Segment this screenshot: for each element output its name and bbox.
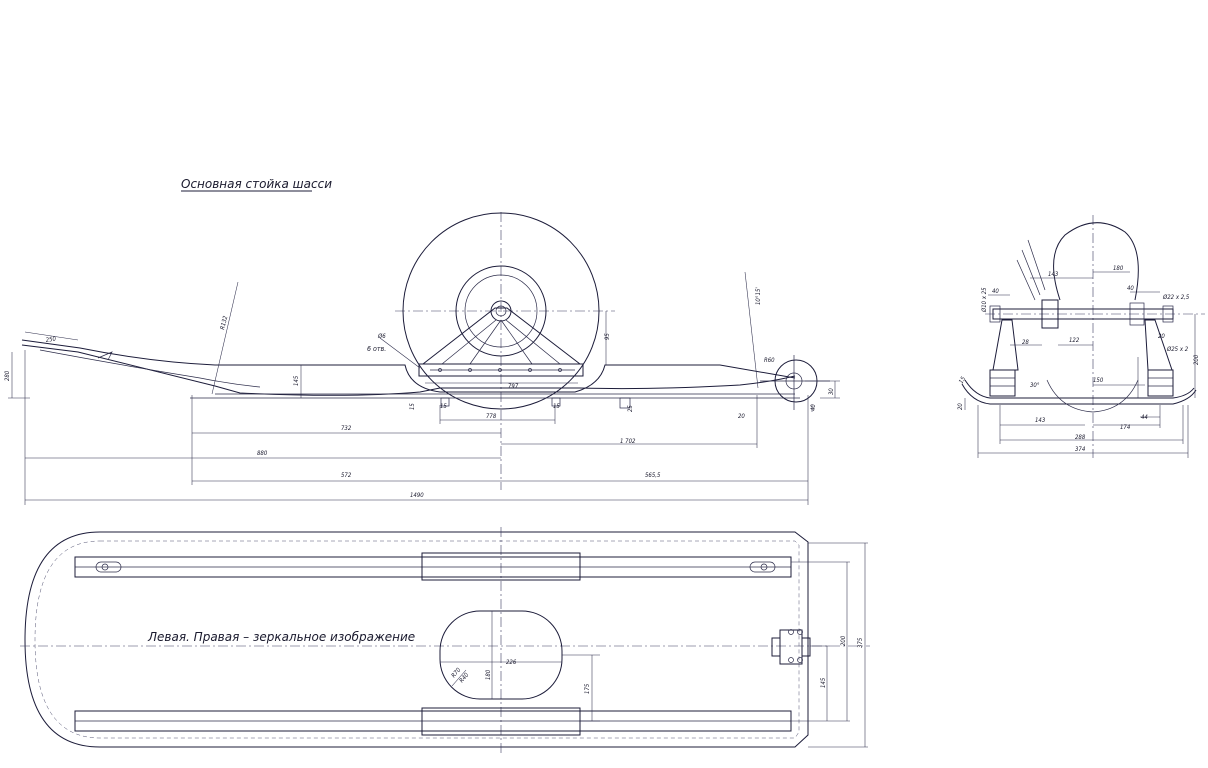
front-dim-flange-r: 40 xyxy=(1127,285,1134,292)
strut-base-plate xyxy=(418,363,584,377)
dim-left-base: 880 xyxy=(257,450,268,457)
front-dim-spacer: 28 xyxy=(1022,339,1029,346)
dim-small-4: 20 xyxy=(738,413,745,420)
front-dim-angle: 30° xyxy=(1030,382,1040,389)
ski-plan-inner xyxy=(34,540,800,739)
dim-small-2: 15 xyxy=(440,403,447,410)
dim-axle-left: 778 xyxy=(486,413,497,420)
main-strut-title: Основная стойка шасси xyxy=(181,177,332,191)
ski-plan-outline xyxy=(24,531,809,748)
axle-bore xyxy=(495,305,507,317)
dim-bolt-dia: Ø6 xyxy=(377,333,386,340)
tail-hitch xyxy=(771,629,811,665)
front-dim-hole-r: Ø22 x 2,5 xyxy=(1162,294,1190,301)
front-dim-hole-r2: Ø25 x 2 xyxy=(1166,346,1189,353)
strut-frame-inner xyxy=(441,319,561,365)
plan-dim-width-2: 375 xyxy=(857,637,864,648)
front-dim-height-c: 150 xyxy=(1093,377,1104,384)
ski-inner-line xyxy=(39,349,261,388)
dim-right-end: 40 xyxy=(810,404,817,411)
mirror-note: Левая. Правая – зеркальное изображение xyxy=(147,630,415,644)
front-dim-inner: 122 xyxy=(1069,337,1080,344)
dim-small-3: 25 xyxy=(627,405,634,412)
wheel-outer xyxy=(402,212,600,410)
strut-braces xyxy=(469,319,533,365)
ski-top-contour xyxy=(21,339,796,393)
runner-bottom-clamp xyxy=(421,707,581,736)
plan-dim-oval-h: 180 xyxy=(485,669,492,680)
front-wheel-arc xyxy=(1053,222,1139,301)
dim-tail-radius: R60 xyxy=(764,357,775,364)
plan-dim-width-1: 200 xyxy=(840,635,847,646)
side-view: 250 280 145 R132 Ø6 6 отв. 95 797 778 73… xyxy=(4,212,840,505)
front-dim-left-mark: 15 xyxy=(958,375,968,385)
dim-angle-note: 10°15' xyxy=(755,287,762,305)
front-mount-right xyxy=(1147,369,1174,397)
dim-overall: 1490 xyxy=(410,492,424,499)
top-left-slot xyxy=(95,561,122,573)
dim-skid-tip: 250 xyxy=(45,336,57,344)
dim-height-left: 280 xyxy=(4,370,11,381)
front-leg-left xyxy=(992,319,1019,371)
top-right-slot xyxy=(749,561,776,573)
front-dim-hole-l: Ø10 x 25 xyxy=(981,287,988,313)
wheel-hub-inner xyxy=(464,274,538,348)
dim-right-part: 565,5 xyxy=(645,472,661,479)
front-hub xyxy=(1041,299,1059,329)
plan-dim-inner-h: 175 xyxy=(584,683,591,694)
nose-radius-leader xyxy=(211,281,239,395)
runner-top-clamp xyxy=(421,552,581,581)
dim-small-5: 15 xyxy=(553,403,560,410)
front-ski-bottom xyxy=(961,383,1197,405)
dim-hub-width: 797 xyxy=(508,383,519,390)
front-dim-width-total: 374 xyxy=(1075,446,1086,453)
dim-left-to-axle: 572 xyxy=(341,472,352,479)
strut-frame-outer xyxy=(422,307,581,365)
front-dim-base-l: 143 xyxy=(1035,417,1046,424)
front-dim-top-left: 143 xyxy=(1048,271,1059,278)
front-dim-spacer-r: 20 xyxy=(1158,333,1165,340)
hitch-bracket xyxy=(779,629,803,665)
front-mount-left xyxy=(989,369,1016,397)
front-dim-height-r: 200 xyxy=(1193,354,1200,365)
dim-small-1: 15 xyxy=(409,403,416,410)
tail-leader xyxy=(744,271,759,389)
front-view: 143 180 40 40 Ø10 x 25 Ø22 x 2,5 20 Ø25 … xyxy=(957,215,1205,458)
dim-axle-h: 95 xyxy=(604,333,611,340)
tip-bracket xyxy=(97,351,113,361)
dim-bolt-note: 6 отв. xyxy=(367,345,386,353)
front-dim-left-h: 20 xyxy=(957,403,964,410)
dim-height-mid: 145 xyxy=(293,375,300,386)
front-leg-right xyxy=(1144,319,1173,371)
bolt-leader xyxy=(379,337,421,369)
front-wheel-lower xyxy=(1046,379,1139,413)
front-ski-top xyxy=(964,379,1195,399)
plan-view: Левая. Правая – зеркальное изображение 2… xyxy=(20,527,870,755)
plan-dim-oval-w: 226 xyxy=(506,659,517,666)
dim-mid: 732 xyxy=(341,425,352,432)
ski-bottom-contour xyxy=(21,344,796,396)
plan-dim-gap: 145 xyxy=(820,677,827,688)
wheel-hub-outer xyxy=(455,265,547,357)
front-dim-base-r: 174 xyxy=(1120,424,1131,431)
front-hatch xyxy=(1016,239,1046,301)
front-dim-flange-l: 40 xyxy=(992,288,999,295)
front-dim-base-sm: 44 xyxy=(1141,414,1148,421)
front-dim-top-right: 180 xyxy=(1113,265,1124,272)
dim-nose-radius: R132 xyxy=(219,315,229,331)
front-dim-width-mid: 288 xyxy=(1075,434,1086,441)
dim-right-upper: 1 702 xyxy=(620,438,636,445)
dim-right-h: 30 xyxy=(828,388,835,395)
